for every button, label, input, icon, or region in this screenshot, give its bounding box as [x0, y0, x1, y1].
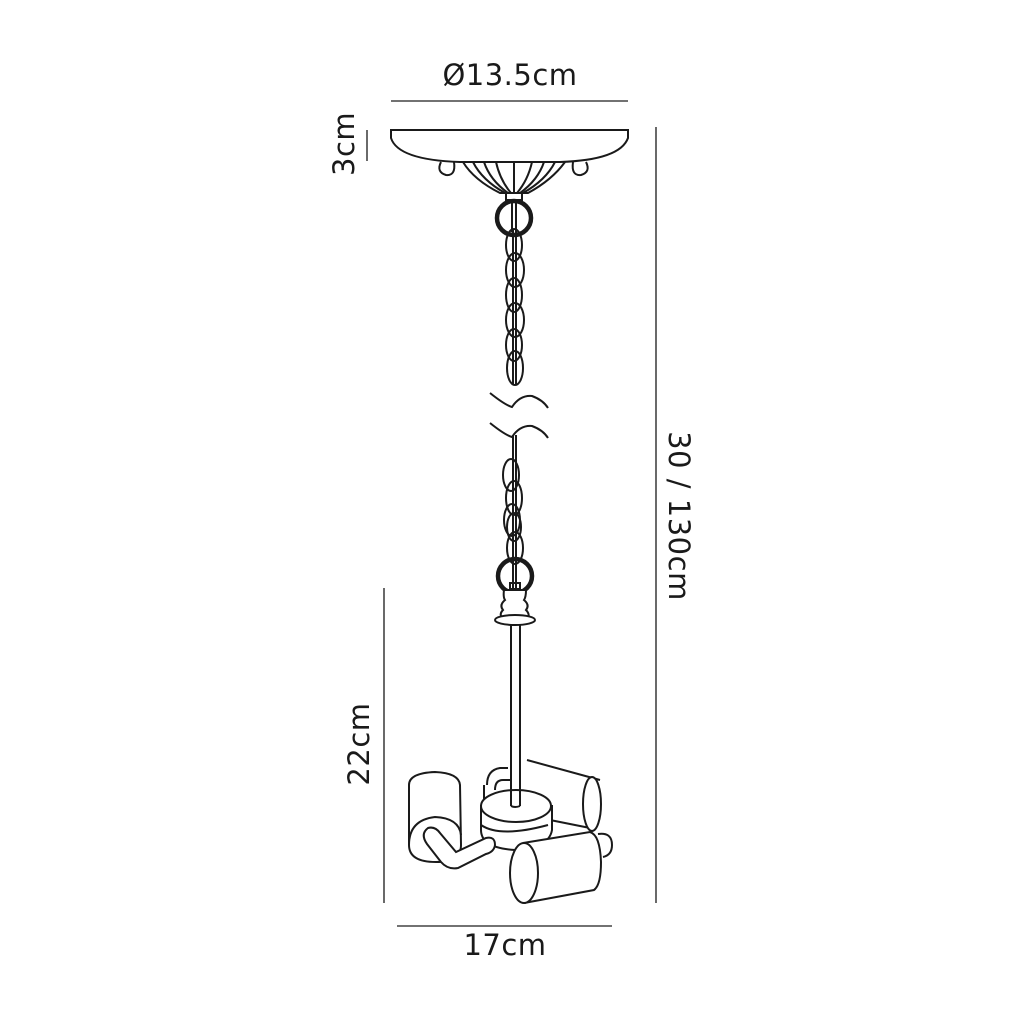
- stem: [510, 625, 521, 805]
- break-mark-bottom: [489, 422, 549, 439]
- body-width-label: 17cm: [463, 928, 547, 962]
- ceiling-plate: [390, 129, 629, 201]
- upper-chain: [505, 228, 525, 386]
- spot-head-front: [509, 830, 614, 904]
- connector: [494, 589, 536, 626]
- spot-head-back-right: [526, 759, 602, 832]
- body-height-label: 22cm: [342, 702, 376, 786]
- plate-height-label: 3cm: [327, 111, 361, 176]
- lower-chain: [502, 435, 524, 600]
- spot-head-left: [408, 770, 497, 870]
- break-mark-top: [489, 392, 549, 409]
- central-hub: [480, 740, 553, 852]
- overall-height-label: 30 / 130cm: [662, 431, 696, 601]
- diameter-label: Ø13.5cm: [442, 58, 578, 92]
